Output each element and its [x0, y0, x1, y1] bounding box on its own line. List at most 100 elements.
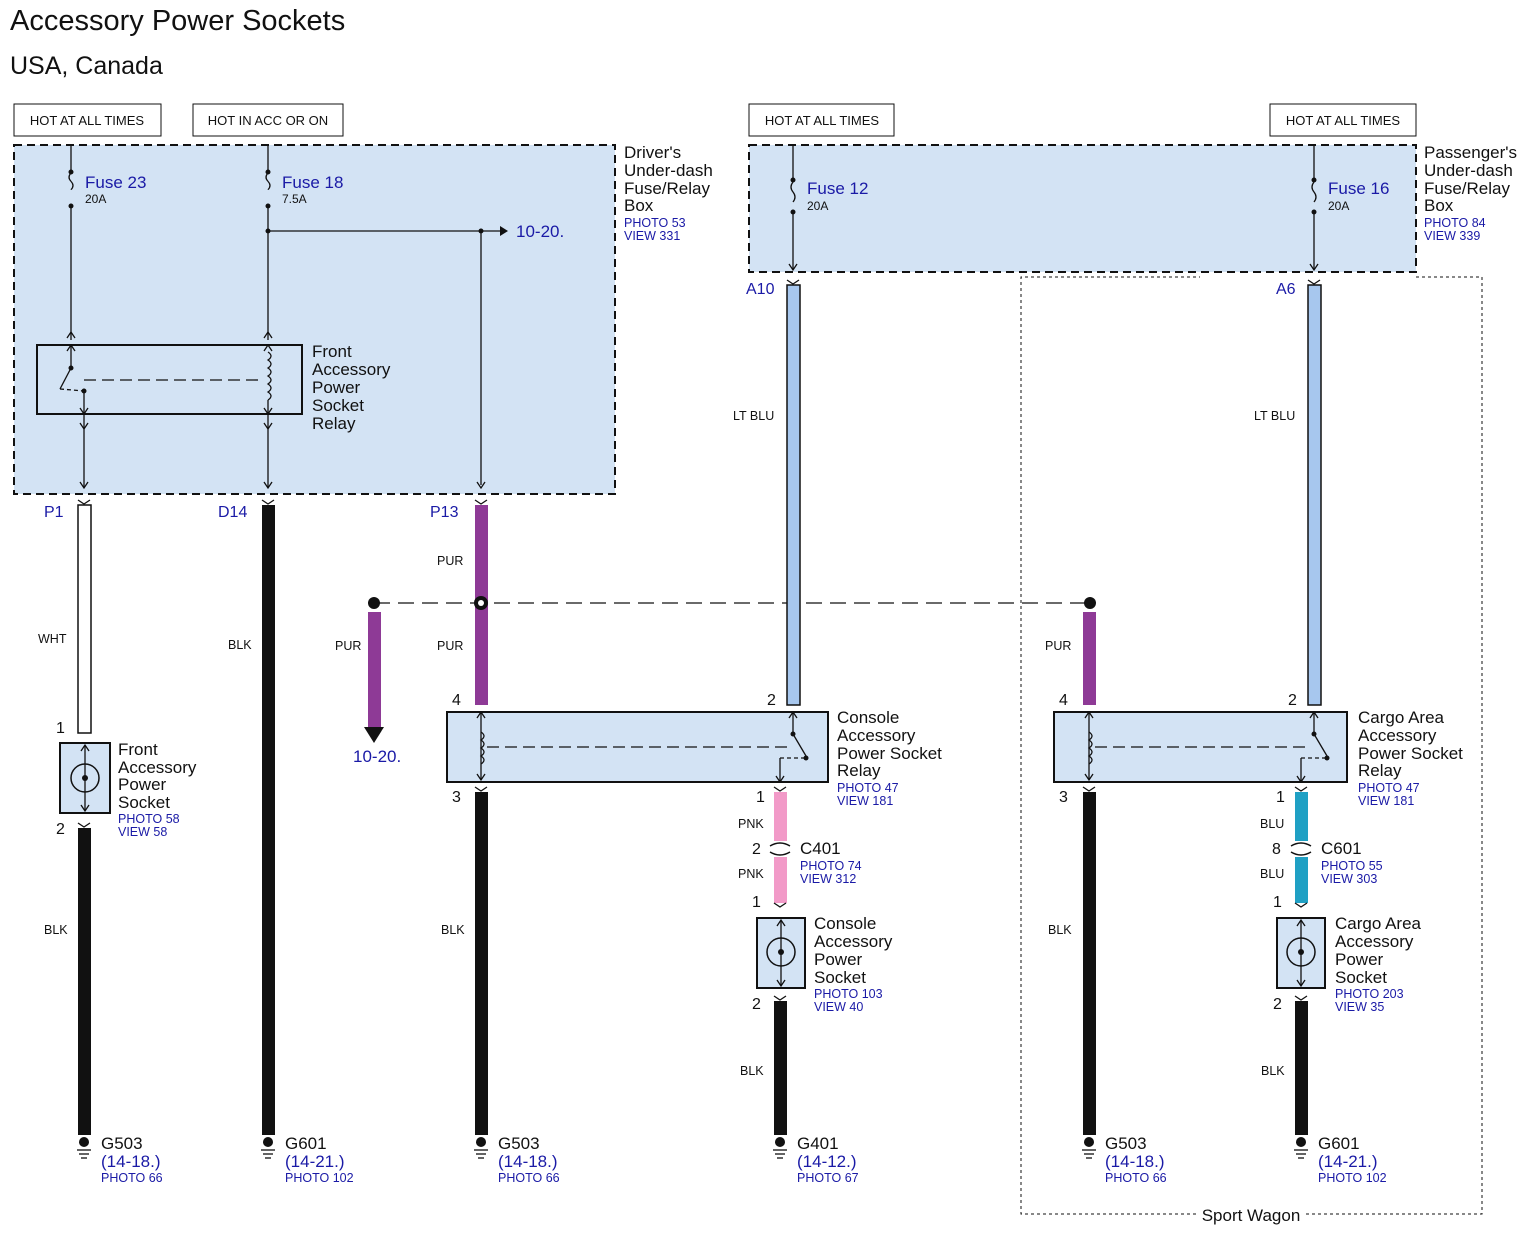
console-relay-pin-4: 4	[452, 692, 461, 709]
wire-blk-front	[78, 828, 91, 1135]
console-socket-pin-2: 2	[752, 996, 761, 1013]
c401-label: C401	[800, 839, 841, 858]
ground-icon-6	[1294, 1137, 1308, 1159]
svg-text:PHOTO 58: PHOTO 58	[118, 812, 180, 826]
fuse-18-amps: 7.5A	[282, 192, 307, 206]
wire-blk-cargo-relay	[1083, 792, 1096, 1135]
wire-label-blk-1: BLK	[44, 923, 68, 937]
wire-label-ltblu-2: LT BLU	[1254, 409, 1295, 423]
svg-text:HOT IN ACC OR ON: HOT IN ACC OR ON	[208, 113, 328, 128]
wire-pur-to-ref	[368, 612, 381, 730]
svg-text:Socket: Socket	[814, 968, 866, 987]
front-relay	[36, 344, 303, 415]
wire-label-pnk-1: PNK	[738, 817, 764, 831]
c401-photo: PHOTO 74	[800, 859, 862, 873]
c601-view: VIEW 303	[1321, 872, 1377, 886]
fuse-18-label: Fuse 18	[282, 173, 343, 192]
svg-text:Console: Console	[837, 708, 899, 727]
hot-label-2: HOT IN ACC OR ON	[192, 103, 344, 137]
svg-text:Fuse/Relay: Fuse/Relay	[1424, 179, 1510, 198]
ground-4-photo: PHOTO 67	[797, 1171, 859, 1185]
svg-text:Accessory: Accessory	[1335, 932, 1414, 951]
down-arrow-icon	[364, 727, 384, 743]
front-socket-pin-2: 2	[56, 821, 65, 838]
ground-3-photo: PHOTO 66	[498, 1171, 560, 1185]
wire-wht-p1	[77, 504, 92, 734]
wire-label-blu-1: BLU	[1260, 817, 1284, 831]
wire-label-pur-3: PUR	[335, 639, 361, 653]
wire-pur-cargo	[1083, 612, 1096, 705]
ground-2-name: G601	[285, 1134, 327, 1153]
ground-2-photo: PHOTO 102	[285, 1171, 354, 1185]
svg-text:Power: Power	[118, 775, 167, 794]
svg-text:VIEW 331: VIEW 331	[624, 229, 680, 243]
c401-connector	[769, 842, 791, 856]
c601-label: C601	[1321, 839, 1362, 858]
wire-pnk-1	[774, 792, 787, 841]
ground-5-name: G503	[1105, 1134, 1147, 1153]
svg-text:Accessory: Accessory	[1358, 726, 1437, 745]
svg-text:Under-dash: Under-dash	[624, 161, 713, 180]
wire-blu-1	[1295, 792, 1308, 841]
svg-text:Power: Power	[814, 950, 863, 969]
fuse-16-amps: 20A	[1328, 199, 1349, 213]
svg-text:Driver's: Driver's	[624, 143, 681, 162]
ref-10-20-top: 10-20.	[516, 222, 564, 241]
cargo-socket-label: Cargo Area Accessory Power Socket PHOTO …	[1335, 914, 1422, 1014]
svg-text:VIEW 181: VIEW 181	[1358, 794, 1414, 808]
wire-pnk-2	[774, 857, 787, 903]
svg-text:Socket: Socket	[1335, 968, 1387, 987]
ground-1-ref: (14-18.)	[101, 1152, 161, 1171]
svg-text:Socket: Socket	[312, 396, 364, 415]
wire-blk-console	[774, 1001, 787, 1135]
c401-view: VIEW 312	[800, 872, 856, 886]
ground-6-name: G601	[1318, 1134, 1360, 1153]
ground-5-photo: PHOTO 66	[1105, 1171, 1167, 1185]
ground-6-photo: PHOTO 102	[1318, 1171, 1387, 1185]
svg-text:HOT AT ALL TIMES: HOT AT ALL TIMES	[1286, 113, 1400, 128]
ground-2-ref: (14-21.)	[285, 1152, 345, 1171]
svg-text:Power: Power	[1335, 950, 1384, 969]
ref-10-20-bottom: 10-20.	[353, 747, 401, 766]
svg-text:Relay: Relay	[312, 414, 356, 433]
passenger-box-label: Passenger's Under-dash Fuse/Relay Box PH…	[1424, 143, 1517, 243]
passenger-fuse-box	[748, 144, 1417, 273]
ground-3-ref: (14-18.)	[498, 1152, 558, 1171]
sport-wagon-label: Sport Wagon	[1202, 1206, 1301, 1225]
console-relay-pin-1: 1	[756, 789, 765, 806]
page-title: Accessory Power Sockets	[10, 5, 345, 37]
svg-text:Accessory: Accessory	[837, 726, 916, 745]
wire-ltblu-a10	[786, 284, 801, 706]
svg-text:HOT AT ALL TIMES: HOT AT ALL TIMES	[765, 113, 879, 128]
front-relay-label: Front Accessory Power Socket Relay	[312, 342, 391, 433]
ground-icon-3	[474, 1137, 488, 1159]
svg-text:Accessory: Accessory	[118, 758, 197, 777]
cargo-relay-pin-1: 1	[1276, 789, 1285, 806]
sport-wagon-region	[1020, 276, 1483, 1215]
svg-text:VIEW 40: VIEW 40	[814, 1000, 863, 1014]
svg-text:VIEW 35: VIEW 35	[1335, 1000, 1384, 1014]
console-relay-pin-3: 3	[452, 789, 461, 806]
svg-text:Fuse/Relay: Fuse/Relay	[624, 179, 710, 198]
fuse-16-label: Fuse 16	[1328, 179, 1389, 198]
svg-text:Relay: Relay	[837, 761, 881, 780]
wire-label-wht: WHT	[38, 632, 67, 646]
front-socket-label: Front Accessory Power Socket PHOTO 58 VI…	[118, 740, 197, 839]
svg-text:HOT AT ALL TIMES: HOT AT ALL TIMES	[30, 113, 144, 128]
wire-blk-console-relay	[475, 792, 488, 1135]
hot-label-4: HOT AT ALL TIMES	[1269, 103, 1417, 137]
wire-blk-cargo	[1295, 1001, 1308, 1135]
svg-text:VIEW 339: VIEW 339	[1424, 229, 1480, 243]
wire-label-blk-5: BLK	[1048, 923, 1072, 937]
wire-label-blk-2: BLK	[228, 638, 252, 652]
cargo-socket-pin-2: 2	[1273, 996, 1282, 1013]
svg-text:Power Socket: Power Socket	[1358, 744, 1463, 763]
wire-blk-d14	[262, 505, 275, 1135]
svg-text:Under-dash: Under-dash	[1424, 161, 1513, 180]
fuse-12-label: Fuse 12	[807, 179, 868, 198]
cargo-relay-pin-2: 2	[1288, 692, 1297, 709]
cargo-relay-label: Cargo Area Accessory Power Socket Relay …	[1358, 708, 1463, 808]
wire-blu-2	[1295, 857, 1308, 903]
svg-text:Box: Box	[1424, 196, 1454, 215]
wire-label-pnk-2: PNK	[738, 867, 764, 881]
